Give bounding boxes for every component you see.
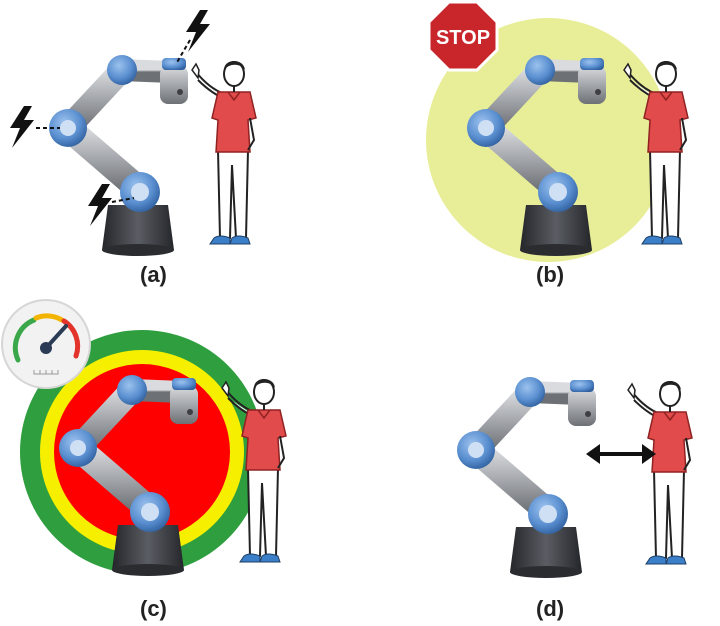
person-figure bbox=[627, 380, 693, 565]
stop-sign-text: STOP bbox=[436, 27, 490, 49]
double-arrow-icon bbox=[586, 444, 656, 464]
panel-a-power-force-limiting bbox=[10, 10, 257, 256]
lightning-bolt-icon bbox=[88, 184, 135, 226]
robot-arm bbox=[49, 55, 188, 256]
stop-zone bbox=[426, 18, 670, 262]
lightning-bolt-icon bbox=[175, 10, 210, 65]
person-figure bbox=[191, 60, 257, 245]
panel-label-c: (c) bbox=[140, 596, 167, 621]
speedometer-icon bbox=[1, 299, 91, 389]
panel-label-b: (b) bbox=[536, 262, 565, 287]
panel-c-speed-separation bbox=[1, 299, 287, 576]
robot-arm bbox=[457, 377, 596, 578]
panel-b-monitored-stop: STOP bbox=[426, 0, 689, 262]
panel-d-hand-guiding bbox=[457, 377, 693, 578]
panel-label-a: (a) bbox=[140, 262, 167, 287]
stop-sign-icon: STOP bbox=[427, 0, 499, 72]
lightning-bolt-icon bbox=[10, 106, 60, 148]
panel-label-d: (d) bbox=[536, 596, 565, 621]
